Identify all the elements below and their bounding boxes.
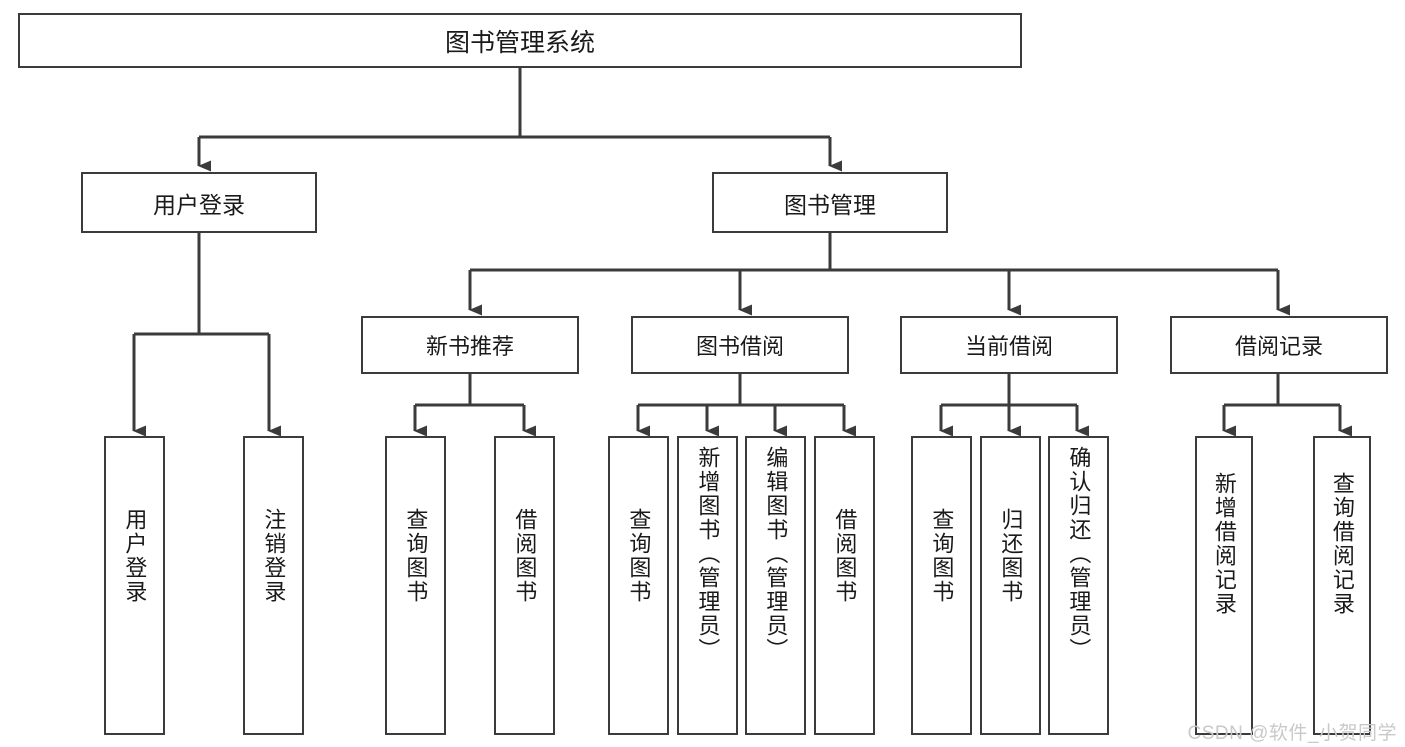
node-user-login[interactable]: 用户登录 — [81, 172, 317, 233]
leaf-return-book-label: 归还图书 — [998, 508, 1024, 604]
leaf-logout-login-label: 注销登录 — [261, 508, 287, 604]
node-book-management[interactable]: 图书管理 — [712, 172, 948, 233]
leaf-user-login[interactable]: 用户登录 — [104, 436, 165, 735]
leaf-borrow-book-1[interactable]: 借阅图书 — [494, 436, 555, 735]
leaf-user-login-label: 用户登录 — [122, 508, 148, 604]
leaf-confirm-return[interactable]: 确认归还（管理员） — [1048, 436, 1109, 735]
node-borrow-record[interactable]: 借阅记录 — [1170, 316, 1388, 374]
node-root[interactable]: 图书管理系统 — [18, 13, 1022, 68]
leaf-borrow-book-2[interactable]: 借阅图书 — [814, 436, 875, 735]
node-book-management-label: 图书管理 — [784, 191, 876, 218]
leaf-return-book[interactable]: 归还图书 — [980, 436, 1041, 735]
node-new-book-recommend[interactable]: 新书推荐 — [361, 316, 579, 374]
watermark: CSDN @软件_小贺同学 — [1187, 723, 1397, 744]
node-root-label: 图书管理系统 — [444, 28, 595, 57]
leaf-query-book-1[interactable]: 查询图书 — [385, 436, 446, 735]
node-current-borrow-label: 当前借阅 — [964, 334, 1053, 359]
node-new-book-recommend-label: 新书推荐 — [425, 334, 514, 359]
leaf-query-book-3[interactable]: 查询图书 — [911, 436, 972, 735]
node-borrow-record-label: 借阅记录 — [1234, 334, 1323, 359]
leaf-add-book-label: 新增图书（管理员） — [695, 446, 721, 662]
leaf-query-record-label: 查询借阅记录 — [1329, 472, 1355, 616]
leaf-edit-book-label: 编辑图书（管理员） — [763, 446, 789, 662]
leaf-add-record[interactable]: 新增借阅记录 — [1195, 436, 1253, 735]
leaf-query-book-2[interactable]: 查询图书 — [608, 436, 669, 735]
node-user-login-label: 用户登录 — [153, 191, 245, 218]
leaf-edit-book[interactable]: 编辑图书（管理员） — [745, 436, 806, 735]
leaf-add-book[interactable]: 新增图书（管理员） — [677, 436, 738, 735]
node-book-borrow-label: 图书借阅 — [695, 334, 784, 359]
leaf-query-book-1-label: 查询图书 — [403, 508, 429, 604]
leaf-query-book-2-label: 查询图书 — [626, 508, 652, 604]
leaf-borrow-book-1-label: 借阅图书 — [512, 508, 538, 604]
leaf-query-record[interactable]: 查询借阅记录 — [1313, 436, 1371, 735]
leaf-borrow-book-2-label: 借阅图书 — [832, 508, 858, 604]
node-current-borrow[interactable]: 当前借阅 — [900, 316, 1118, 374]
leaf-add-record-label: 新增借阅记录 — [1211, 472, 1237, 616]
leaf-query-book-3-label: 查询图书 — [929, 508, 955, 604]
leaf-confirm-return-label: 确认归还（管理员） — [1066, 446, 1092, 662]
node-book-borrow[interactable]: 图书借阅 — [631, 316, 849, 374]
leaf-logout-login[interactable]: 注销登录 — [243, 436, 304, 735]
